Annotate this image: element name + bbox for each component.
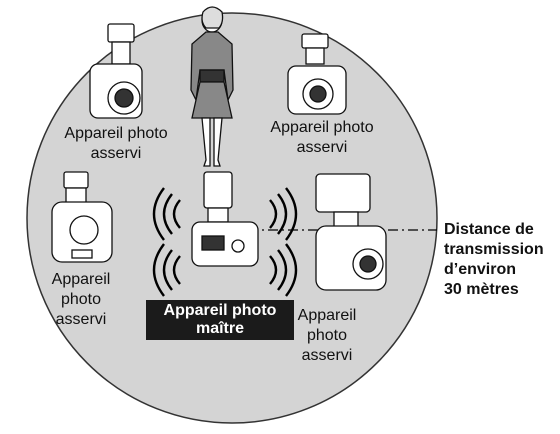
- slave-label-left: Appareil photo asservi: [51, 271, 111, 328]
- slave-label-top-right: Appareil photo asservi: [270, 119, 374, 156]
- camera-with-flash-icon: [287, 33, 347, 115]
- camera-with-flash-icon: [315, 173, 387, 291]
- camera-with-flash-icon: [51, 171, 113, 263]
- wireless-waves-icon: [152, 187, 298, 297]
- camera-with-flash-icon: [89, 23, 143, 119]
- master-camera-label: Appareil photo maître: [146, 300, 294, 340]
- slave-label-right: Appareil photo asservi: [297, 307, 357, 364]
- slave-label-top-left: Appareil photo asservi: [64, 125, 168, 162]
- camera-with-flash-icon: [191, 171, 259, 267]
- person-icon: [190, 6, 234, 167]
- transmission-distance-label: Distance de transmission d’environ 30 mè…: [444, 221, 544, 298]
